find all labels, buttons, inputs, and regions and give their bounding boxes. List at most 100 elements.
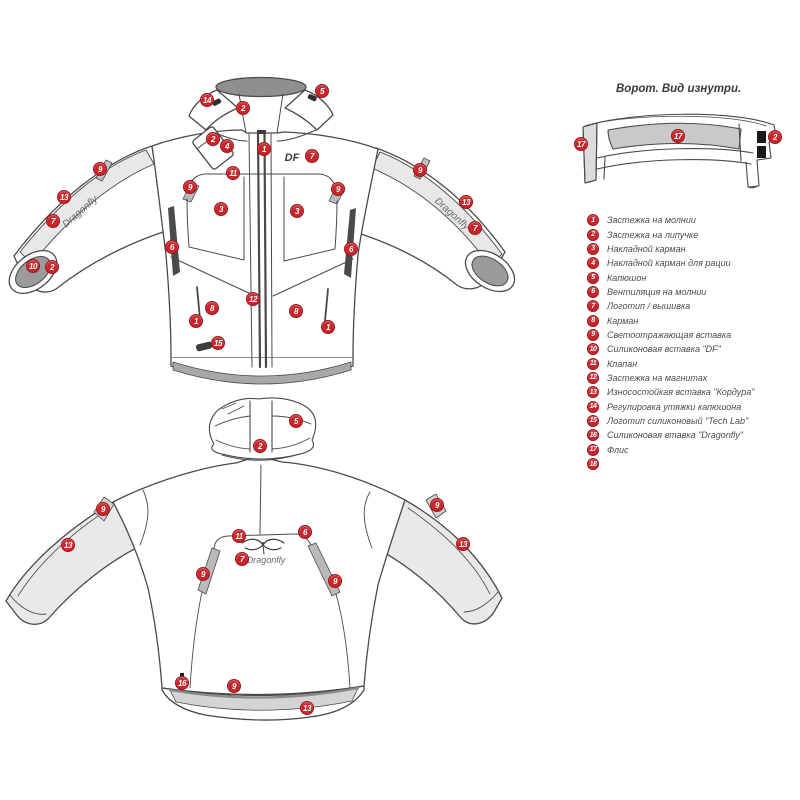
marker-back-9: 9 <box>227 679 241 693</box>
legend-item-label: Логотип силиконовый "Tech Lab" <box>607 415 749 426</box>
marker-front-12: 12 <box>246 292 260 306</box>
legend-item: 4 Накладной карман для рации <box>587 256 755 270</box>
marker-back-13: 13 <box>61 538 75 552</box>
legend-item-number: 4 <box>587 257 599 270</box>
marker-front-1: 1 <box>257 142 271 156</box>
legend-item-label: Регулировка утяжки капюшона <box>607 401 742 412</box>
marker-front-1: 1 <box>321 320 335 334</box>
legend-item-label: Накладной карман <box>607 243 686 254</box>
legend-item-number: 8 <box>587 314 599 327</box>
legend-item-number: 11 <box>587 357 599 370</box>
legend-item-number: 5 <box>587 271 599 284</box>
legend-item-label: Клапан <box>607 358 638 369</box>
marker-back-13: 13 <box>456 537 470 551</box>
legend-item-number: 15 <box>587 414 599 427</box>
back-torso <box>112 455 406 696</box>
legend-item: 11 Клапан <box>587 356 755 370</box>
legend-item: 14 Регулировка утяжки капюшона <box>587 399 755 413</box>
front-hood <box>188 76 334 142</box>
legend-item-number: 12 <box>587 371 599 384</box>
marker-front-8: 8 <box>289 304 303 318</box>
marker-front-9: 9 <box>183 180 197 194</box>
marker-back-16: 16 <box>175 676 189 690</box>
pocket-zip <box>196 286 329 322</box>
legend-item-number: 14 <box>587 400 599 413</box>
marker-back-5: 5 <box>289 414 303 428</box>
collar-velcro <box>757 131 766 143</box>
legend-item: 13 Износостойкая вставка "Кордура" <box>587 385 755 399</box>
marker-back-13: 13 <box>300 701 314 715</box>
df-logo: DF <box>285 152 300 164</box>
legend-item: 1 Застежка на молнии <box>587 213 755 227</box>
legend-item-number: 17 <box>587 443 599 456</box>
front-zip <box>248 130 273 369</box>
front-hem <box>170 357 354 385</box>
legend-item-number: 10 <box>587 343 599 356</box>
marker-collar-17: 17 <box>574 137 588 151</box>
back-view-drawing: Dragonfly <box>5 397 503 721</box>
legend-item-label: Силиконовая вставка "DF" <box>607 344 721 355</box>
marker-front-8: 8 <box>205 301 219 315</box>
legend-item: 10 Силиконовая вставка "DF" <box>587 342 755 356</box>
marker-front-3: 3 <box>214 202 228 216</box>
collar-view-title: Ворот. Вид изнутри. <box>616 83 742 95</box>
legend-item-number: 1 <box>587 214 599 227</box>
legend-item-number: 16 <box>587 429 599 442</box>
legend-item-label: Силиконовая втавка "Dragonfly" <box>607 430 743 441</box>
marker-front-4: 4 <box>220 139 234 153</box>
legend-item: 8 Карман <box>587 313 755 327</box>
legend-item-number: 13 <box>587 386 599 399</box>
marker-front-9: 9 <box>413 163 427 177</box>
legend-item-label: Вентиляция на молнии <box>607 286 707 297</box>
legend-item-number: 9 <box>587 328 599 341</box>
legend-item-number: 7 <box>587 300 599 313</box>
marker-front-1: 1 <box>189 314 203 328</box>
chest-pocket-right <box>283 176 338 262</box>
marker-front-6: 6 <box>165 240 179 254</box>
marker-back-6: 6 <box>298 525 312 539</box>
collar-velcro <box>757 146 766 158</box>
marker-back-11: 11 <box>232 529 246 543</box>
legend-item-number: 3 <box>587 242 599 255</box>
legend-item: 17 Флис <box>587 443 755 457</box>
marker-front-3: 3 <box>290 204 304 218</box>
legend-item-label: Накладной карман для рации <box>607 258 731 269</box>
marker-front-9: 9 <box>331 182 345 196</box>
marker-front-2: 2 <box>236 101 250 115</box>
collar-view-drawing <box>582 113 778 189</box>
legend-item-label: Логотип / вышивка <box>607 301 691 312</box>
legend-item-label: Флис <box>607 444 629 455</box>
legend-item-label: Карман <box>607 315 639 326</box>
tech-lab-patch <box>196 341 213 352</box>
marker-back-9: 9 <box>196 567 210 581</box>
legend-item: 7 Логотип / вышивка <box>587 299 755 313</box>
back-brand-text: Dragonfly <box>247 555 286 565</box>
marker-back-9: 9 <box>430 498 444 512</box>
front-view-drawing: DF Dragonfly Dragonfly <box>8 76 516 385</box>
marker-collar-17: 17 <box>671 129 685 143</box>
marker-front-2: 2 <box>45 260 59 274</box>
marker-front-13: 13 <box>459 195 473 209</box>
marker-front-6: 6 <box>344 242 358 256</box>
legend-item-label: Застежка на молнии <box>607 215 696 226</box>
front-right-sleeve <box>357 147 516 293</box>
marker-front-9: 9 <box>93 162 107 176</box>
marker-back-7: 7 <box>235 552 249 566</box>
marker-front-10: 10 <box>26 259 40 273</box>
marker-front-5: 5 <box>315 84 329 98</box>
marker-back-9: 9 <box>96 502 110 516</box>
marker-front-14: 14 <box>200 93 214 107</box>
legend-item: 18 <box>587 457 755 471</box>
chest-pocket-left <box>186 176 245 261</box>
marker-front-7: 7 <box>305 149 319 163</box>
front-right-cuff <box>464 249 516 293</box>
marker-collar-2: 2 <box>768 130 782 144</box>
hood-cord-toggle <box>212 94 317 106</box>
legend-item: 3 Накладной карман <box>587 242 755 256</box>
legend-item-label: Износостойкая вставка "Кордура" <box>607 387 755 398</box>
